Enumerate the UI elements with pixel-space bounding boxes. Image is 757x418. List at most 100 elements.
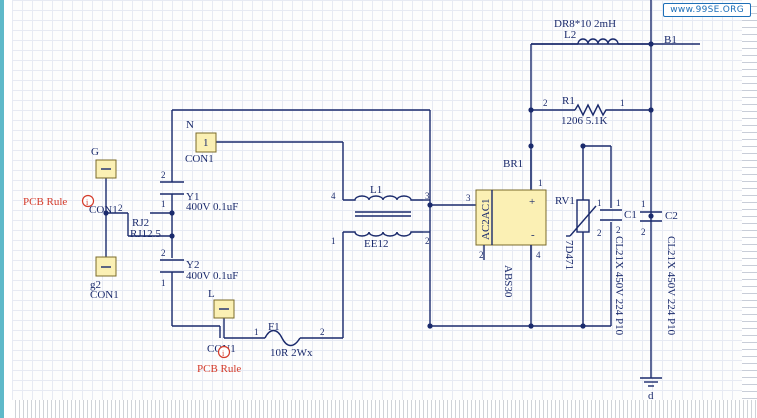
transformer-l1[interactable]: L1 EE12 4 3 1 2 xyxy=(331,184,430,250)
c2-designator: C2 xyxy=(665,210,678,222)
pcb-rule-marker-1[interactable]: PCB Rule i CON1 xyxy=(23,194,118,217)
net-b1: B1 xyxy=(664,34,677,46)
right-edge-ruler xyxy=(742,0,757,418)
schematic-sheet xyxy=(12,0,742,400)
junction-dot xyxy=(648,107,654,113)
pcb-rule-label-2: PCB Rule xyxy=(197,363,241,375)
l1-pin-2: 2 xyxy=(425,236,430,246)
f1-value: 10R 2Wx xyxy=(270,347,313,359)
rule-info-icon: i xyxy=(86,198,89,207)
rv1-designator: RV1 xyxy=(555,195,575,207)
l1-pin-4: 4 xyxy=(331,191,336,201)
junction-dot xyxy=(169,233,175,239)
rv1-pin-bottom: 2 xyxy=(597,228,602,238)
connector-g2-designator: g2 xyxy=(90,279,101,291)
connector-n-type: CON1 xyxy=(185,153,214,165)
f1-pin-right: 2 xyxy=(320,327,325,337)
varistor-rv1[interactable]: RV1 1 2 7D471 xyxy=(555,195,602,270)
r1-pin-left: 2 xyxy=(543,98,548,108)
connector-g2-type: CON1 xyxy=(90,289,119,301)
br1-pin-2: 2 xyxy=(479,250,484,260)
bridge-br1[interactable]: BR1 AC2AC1 + - 3 1 2 4 ABS30 xyxy=(466,158,547,298)
ground-symbol: d xyxy=(648,390,654,402)
fuse-f1[interactable]: F1 10R 2Wx 1 2 xyxy=(254,321,325,359)
l1-pin-1: 1 xyxy=(331,236,336,246)
l1-pin-3: 3 xyxy=(425,191,430,201)
connector-n-designator: N xyxy=(186,119,194,131)
junctions xyxy=(103,41,654,329)
rj2-designator: RJ2 xyxy=(132,217,149,229)
capacitor-y1[interactable]: Y1 400V 0.1uF 2 1 xyxy=(160,170,238,213)
c2-pin-bottom: 2 xyxy=(641,227,646,237)
r1-value: 1206 5.1K xyxy=(561,115,608,127)
connector-g[interactable]: G xyxy=(91,146,117,179)
capacitor-y2[interactable]: Y2 400V 0.1uF 2 1 xyxy=(160,248,238,288)
connector-n-body xyxy=(195,132,217,153)
l1-value: EE12 xyxy=(364,238,388,250)
y2-pin-bottom: 1 xyxy=(161,278,166,288)
br1-pin-3: 3 xyxy=(466,193,471,203)
y2-pin-top: 2 xyxy=(161,248,166,258)
rj2-pin: 2 xyxy=(118,203,123,213)
watermark-badge: www.99SE.ORG xyxy=(663,3,751,17)
junction-dot xyxy=(648,213,654,219)
rj2-value: RJ12.5 xyxy=(130,228,161,240)
l2-value: DR8*10 2mH xyxy=(554,18,616,30)
rule-info-icon-2: i xyxy=(222,349,225,358)
br1-plus: + xyxy=(529,196,535,208)
y2-designator: Y2 xyxy=(186,259,199,271)
resistor-r1[interactable]: R1 1206 5.1K 2 1 xyxy=(543,95,625,127)
l1-designator: L1 xyxy=(370,184,382,196)
left-accent-bar xyxy=(0,0,12,418)
c2-value: CL21X 450V 224 P10 xyxy=(665,236,677,336)
c1-designator: C1 xyxy=(624,209,637,221)
connector-n[interactable]: N 1 CON1 xyxy=(185,119,217,165)
connector-g2[interactable]: g2 CON1 xyxy=(90,256,119,301)
r1-pin-right: 1 xyxy=(620,98,625,108)
connector-l[interactable]: L xyxy=(208,288,235,319)
f1-pin-left: 1 xyxy=(254,327,259,337)
c1-pin-top: 1 xyxy=(616,198,621,208)
y1-pin-top: 2 xyxy=(161,170,166,180)
br1-value: ABS30 xyxy=(502,265,514,298)
connector-n-pin: 1 xyxy=(203,137,209,149)
bottom-edge xyxy=(12,400,757,418)
con-overlap-label-1: CON1 xyxy=(89,204,118,216)
junction-dot xyxy=(580,323,586,329)
y1-value: 400V 0.1uF xyxy=(186,201,238,213)
l2-designator: L2 xyxy=(564,29,576,41)
br1-pin-1: 1 xyxy=(538,178,543,188)
br1-designator: BR1 xyxy=(503,158,523,170)
junction-dot xyxy=(427,202,433,208)
br1-minus: - xyxy=(531,229,535,241)
junction-dot xyxy=(528,107,534,113)
junction-dot xyxy=(580,143,586,149)
c2-pin-top: 1 xyxy=(641,199,646,209)
junction-dot xyxy=(528,143,534,149)
y1-designator: Y1 xyxy=(186,191,199,203)
connector-g-designator: G xyxy=(91,146,99,158)
junction-dot xyxy=(427,323,433,329)
pcb-rule-label-1: PCB Rule xyxy=(23,196,67,208)
br1-label: AC2AC1 xyxy=(480,198,492,240)
c1-value: CL21X 450V 224 P10 xyxy=(613,236,625,336)
rv1-value: 7D471 xyxy=(563,240,575,270)
c1-pin-bottom: 2 xyxy=(616,225,621,235)
br1-pin-4: 4 xyxy=(536,250,541,260)
net-ground: d xyxy=(648,390,654,402)
y2-value: 400V 0.1uF xyxy=(186,270,238,282)
y1-pin-bottom: 1 xyxy=(161,199,166,209)
resistor-rj2[interactable]: RJ2 RJ12.5 2 xyxy=(118,203,161,240)
inductor-l2[interactable]: DR8*10 2mH L2 B1 xyxy=(531,18,677,46)
pcb-rule-marker-2[interactable]: CON1 i PCB Rule xyxy=(197,343,241,375)
junction-dot xyxy=(103,210,109,216)
junction-dot xyxy=(169,210,175,216)
capacitor-c1[interactable]: C1 1 2 CL21X 450V 224 P10 xyxy=(600,198,637,336)
br1-body xyxy=(475,189,547,246)
junction-dot xyxy=(528,323,534,329)
r1-designator: R1 xyxy=(562,95,575,107)
f1-designator: F1 xyxy=(268,321,280,333)
capacitor-c2[interactable]: C2 1 2 CL21X 450V 224 P10 xyxy=(640,199,678,336)
